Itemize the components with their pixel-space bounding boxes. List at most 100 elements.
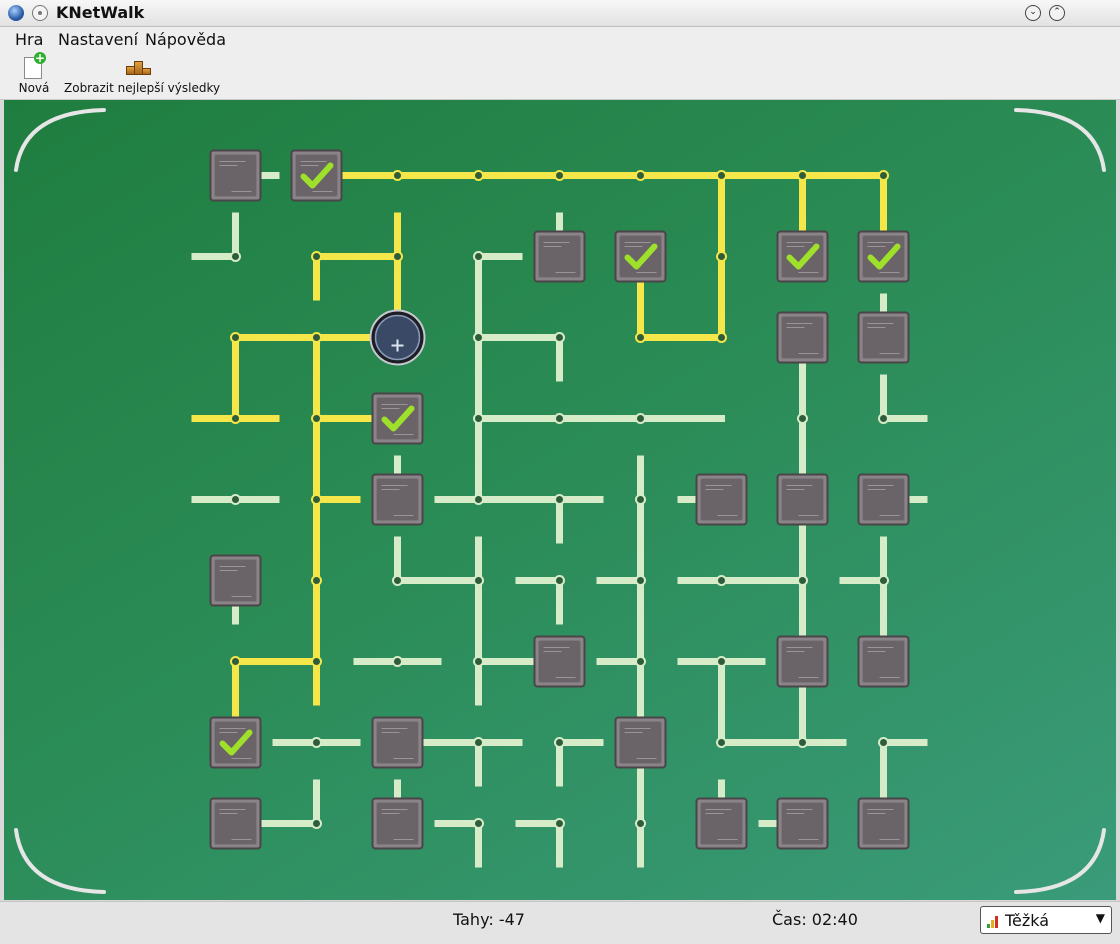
- tile-r4-c1[interactable]: [276, 455, 361, 544]
- highscores-button[interactable]: Zobrazit nejlepší výsledky: [64, 53, 221, 97]
- terminal-chip-icon: [209, 797, 262, 850]
- tile-r7-c6[interactable]: [681, 698, 766, 783]
- tile-r4-c7[interactable]: [762, 455, 843, 544]
- tile-r5-c6[interactable]: [677, 540, 766, 621]
- tile-r4-c0[interactable]: [191, 459, 280, 540]
- tile-r0-c3[interactable]: [434, 135, 523, 216]
- menu-help[interactable]: Nápověda: [145, 30, 226, 49]
- cable-junction: [473, 413, 484, 424]
- tile-r6-c4[interactable]: [515, 621, 600, 702]
- tile-r2-c5[interactable]: [600, 293, 685, 378]
- tile-r1-c5[interactable]: [600, 216, 681, 301]
- tile-r2-c7[interactable]: [762, 297, 843, 382]
- app-icon[interactable]: [8, 5, 24, 21]
- tile-r7-c7[interactable]: [758, 698, 847, 783]
- tile-r6-c3[interactable]: [438, 617, 523, 706]
- highscores-label: Zobrazit nejlepší výsledky: [64, 81, 221, 95]
- tile-r8-c2[interactable]: [357, 779, 438, 864]
- tile-r7-c2[interactable]: [357, 702, 442, 783]
- tile-r0-c5[interactable]: [596, 135, 685, 216]
- tile-r6-c5[interactable]: [596, 617, 681, 706]
- tile-r5-c5[interactable]: [596, 536, 681, 625]
- tile-r3-c8[interactable]: [843, 374, 928, 459]
- tile-r1-c0[interactable]: [191, 212, 276, 297]
- tile-r8-c1[interactable]: [272, 779, 357, 864]
- tile-r4-c4[interactable]: [515, 459, 604, 544]
- tile-r8-c8[interactable]: [843, 779, 924, 864]
- tile-r2-c4[interactable]: [515, 297, 600, 382]
- tile-r0-c4[interactable]: [515, 135, 604, 216]
- tile-r3-c7[interactable]: [762, 374, 843, 463]
- tile-r6-c1[interactable]: [272, 617, 357, 706]
- sticky-window-icon[interactable]: [32, 5, 48, 21]
- tile-r3-c0[interactable]: [191, 374, 280, 459]
- tile-r3-c2[interactable]: [353, 378, 438, 459]
- tile-r5-c8[interactable]: [839, 536, 924, 625]
- tile-r4-c6[interactable]: [677, 459, 762, 540]
- tile-r5-c1[interactable]: [276, 536, 357, 625]
- tile-r8-c7[interactable]: [758, 783, 843, 864]
- tile-r2-c0[interactable]: [195, 297, 280, 382]
- tile-r2-c6[interactable]: [677, 293, 762, 378]
- tile-r8-c4[interactable]: [515, 783, 600, 868]
- tile-r4-c5[interactable]: [600, 455, 681, 544]
- tile-r8-c3[interactable]: [434, 783, 519, 868]
- tile-r5-c3[interactable]: [434, 536, 519, 625]
- difficulty-select[interactable]: Těžká ▼: [980, 906, 1112, 934]
- tile-r2-c3[interactable]: [438, 293, 523, 382]
- tile-r2-c2[interactable]: [353, 293, 438, 378]
- tile-r2-c1[interactable]: [272, 297, 361, 382]
- tile-r7-c3[interactable]: [434, 702, 523, 787]
- tile-r1-c1[interactable]: [276, 216, 361, 301]
- maximize-icon[interactable]: ⌃: [1049, 5, 1065, 21]
- new-game-button[interactable]: Nová: [12, 52, 56, 97]
- tile-r3-c4[interactable]: [515, 378, 604, 459]
- cable-junction: [635, 332, 646, 343]
- tile-r6-c0[interactable]: [195, 621, 280, 706]
- tile-r7-c8[interactable]: [843, 702, 928, 787]
- tile-r2-c8[interactable]: [843, 293, 924, 378]
- tile-r7-c0[interactable]: [195, 698, 276, 783]
- tile-r6-c8[interactable]: [843, 617, 924, 702]
- tile-r1-c6[interactable]: [681, 212, 762, 301]
- tile-r5-c4[interactable]: [515, 540, 600, 625]
- tile-r3-c6[interactable]: [677, 378, 762, 459]
- tile-r4-c3[interactable]: [434, 455, 523, 540]
- cable-junction: [230, 494, 241, 505]
- cable-junction: [230, 656, 241, 667]
- tile-r3-c1[interactable]: [276, 374, 361, 463]
- tile-r4-c8[interactable]: [843, 459, 928, 540]
- tile-r0-c8[interactable]: [839, 135, 924, 220]
- menu-settings[interactable]: Nastavení: [58, 30, 139, 49]
- tile-r8-c0[interactable]: [195, 783, 280, 864]
- tile-r0-c6[interactable]: [677, 135, 766, 220]
- tile-r1-c4[interactable]: [519, 212, 600, 297]
- tile-r0-c1[interactable]: [276, 135, 361, 216]
- tile-r3-c5[interactable]: [596, 378, 685, 459]
- check-icon: [624, 243, 658, 270]
- tile-r6-c6[interactable]: [677, 621, 766, 706]
- tile-r0-c7[interactable]: [758, 135, 847, 220]
- tile-r5-c7[interactable]: [758, 536, 843, 625]
- tile-r6-c2[interactable]: [353, 621, 442, 702]
- tile-r8-c6[interactable]: [681, 779, 762, 864]
- tile-r1-c7[interactable]: [762, 212, 843, 297]
- tile-r5-c0[interactable]: [195, 540, 276, 625]
- tile-r0-c2[interactable]: [353, 135, 442, 216]
- tile-r1-c8[interactable]: [843, 212, 924, 297]
- tile-r5-c2[interactable]: [357, 536, 442, 621]
- menu-game[interactable]: Hra: [15, 30, 44, 49]
- tile-r3-c3[interactable]: [438, 374, 523, 463]
- tile-r7-c4[interactable]: [519, 702, 604, 787]
- tile-r8-c5[interactable]: [600, 779, 681, 868]
- tile-r6-c7[interactable]: [762, 617, 843, 706]
- tile-r7-c1[interactable]: [272, 702, 361, 783]
- minimize-icon[interactable]: ⌄: [1025, 5, 1041, 21]
- tile-r0-c0[interactable]: [195, 135, 280, 216]
- tile-r7-c5[interactable]: [600, 698, 681, 787]
- cable-junction: [635, 170, 646, 181]
- tile-r1-c3[interactable]: [438, 216, 523, 301]
- tile-r4-c2[interactable]: [357, 455, 438, 540]
- tile-r1-c2[interactable]: [353, 212, 438, 301]
- check-icon: [867, 243, 901, 270]
